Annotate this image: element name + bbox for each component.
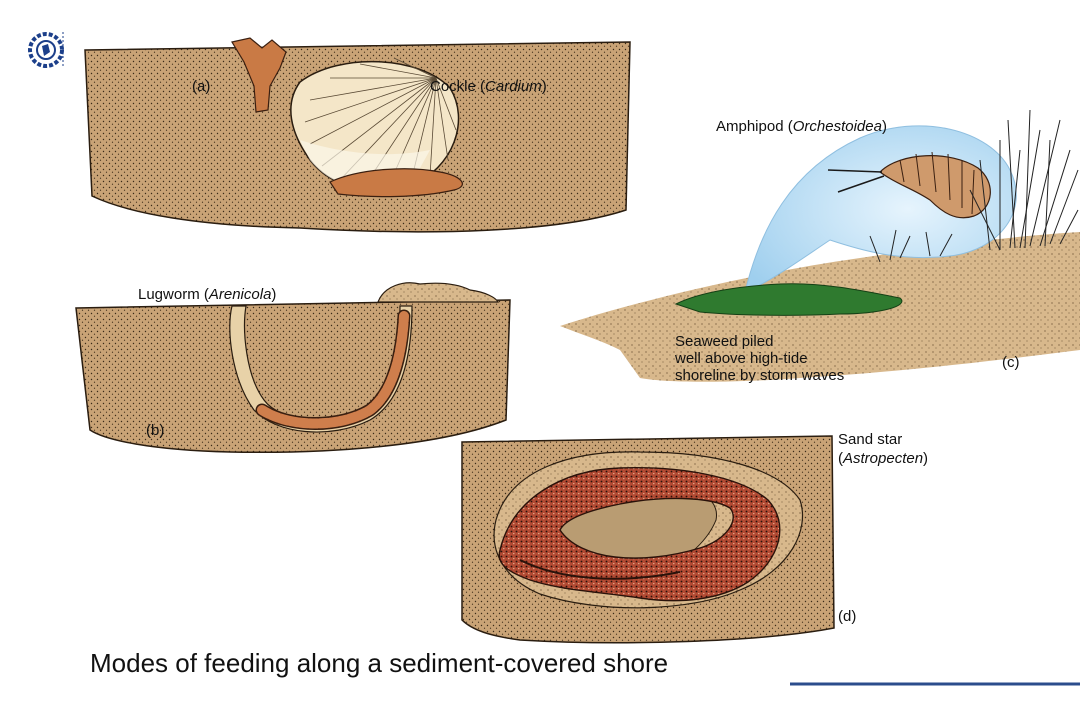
label-sand-star: Sand star (Astropecten) (838, 431, 929, 467)
seaweed-note-line-3: shoreline by storm waves (675, 367, 845, 384)
seaweed-pile (674, 283, 903, 316)
cockle-shell (290, 57, 460, 193)
label-lugworm-genus: Arenicola (208, 286, 272, 303)
lugworm-burrow (229, 305, 413, 433)
panel-tag-c: (c) (1002, 354, 1020, 371)
cockle-foot (329, 168, 464, 198)
lugworm (255, 309, 411, 430)
panel-tag-a: (a) (192, 78, 211, 95)
panel-tag-b: (b) (146, 422, 165, 439)
label-amphipod-name: Amphipod (716, 118, 784, 135)
cockle-siphon (231, 37, 287, 113)
seaweed-note-line-2: well above high-tide (675, 350, 808, 367)
label-lugworm-name: Lugworm (138, 286, 200, 303)
label-amphipod: Amphipod (Orchestoidea) (716, 118, 887, 135)
label-sand-star-genus: Astropecten (843, 450, 924, 467)
label-sand-star-name: Sand star (838, 431, 903, 448)
panel-tag-d: (d) (838, 608, 857, 625)
label-cockle-name: Cockle (430, 78, 476, 95)
dune-grass (869, 109, 1079, 263)
university-seal-icon (28, 32, 64, 68)
sand-star (498, 467, 781, 602)
seaweed-note-line-1: Seaweed piled (675, 333, 774, 350)
label-cockle-genus: Cardium (485, 78, 542, 95)
amphipod (827, 151, 991, 219)
seaweed-note: Seaweed piled well above high-tide shore… (675, 333, 844, 384)
lugworm-castings (377, 282, 499, 303)
label-lugworm: Lugworm (Arenicola) (138, 286, 277, 303)
figure-caption: Modes of feeding along a sediment-covere… (90, 648, 669, 678)
label-amphipod-genus: Orchestoidea (792, 118, 882, 135)
label-cockle: Cockle (Cardium) (430, 78, 547, 95)
